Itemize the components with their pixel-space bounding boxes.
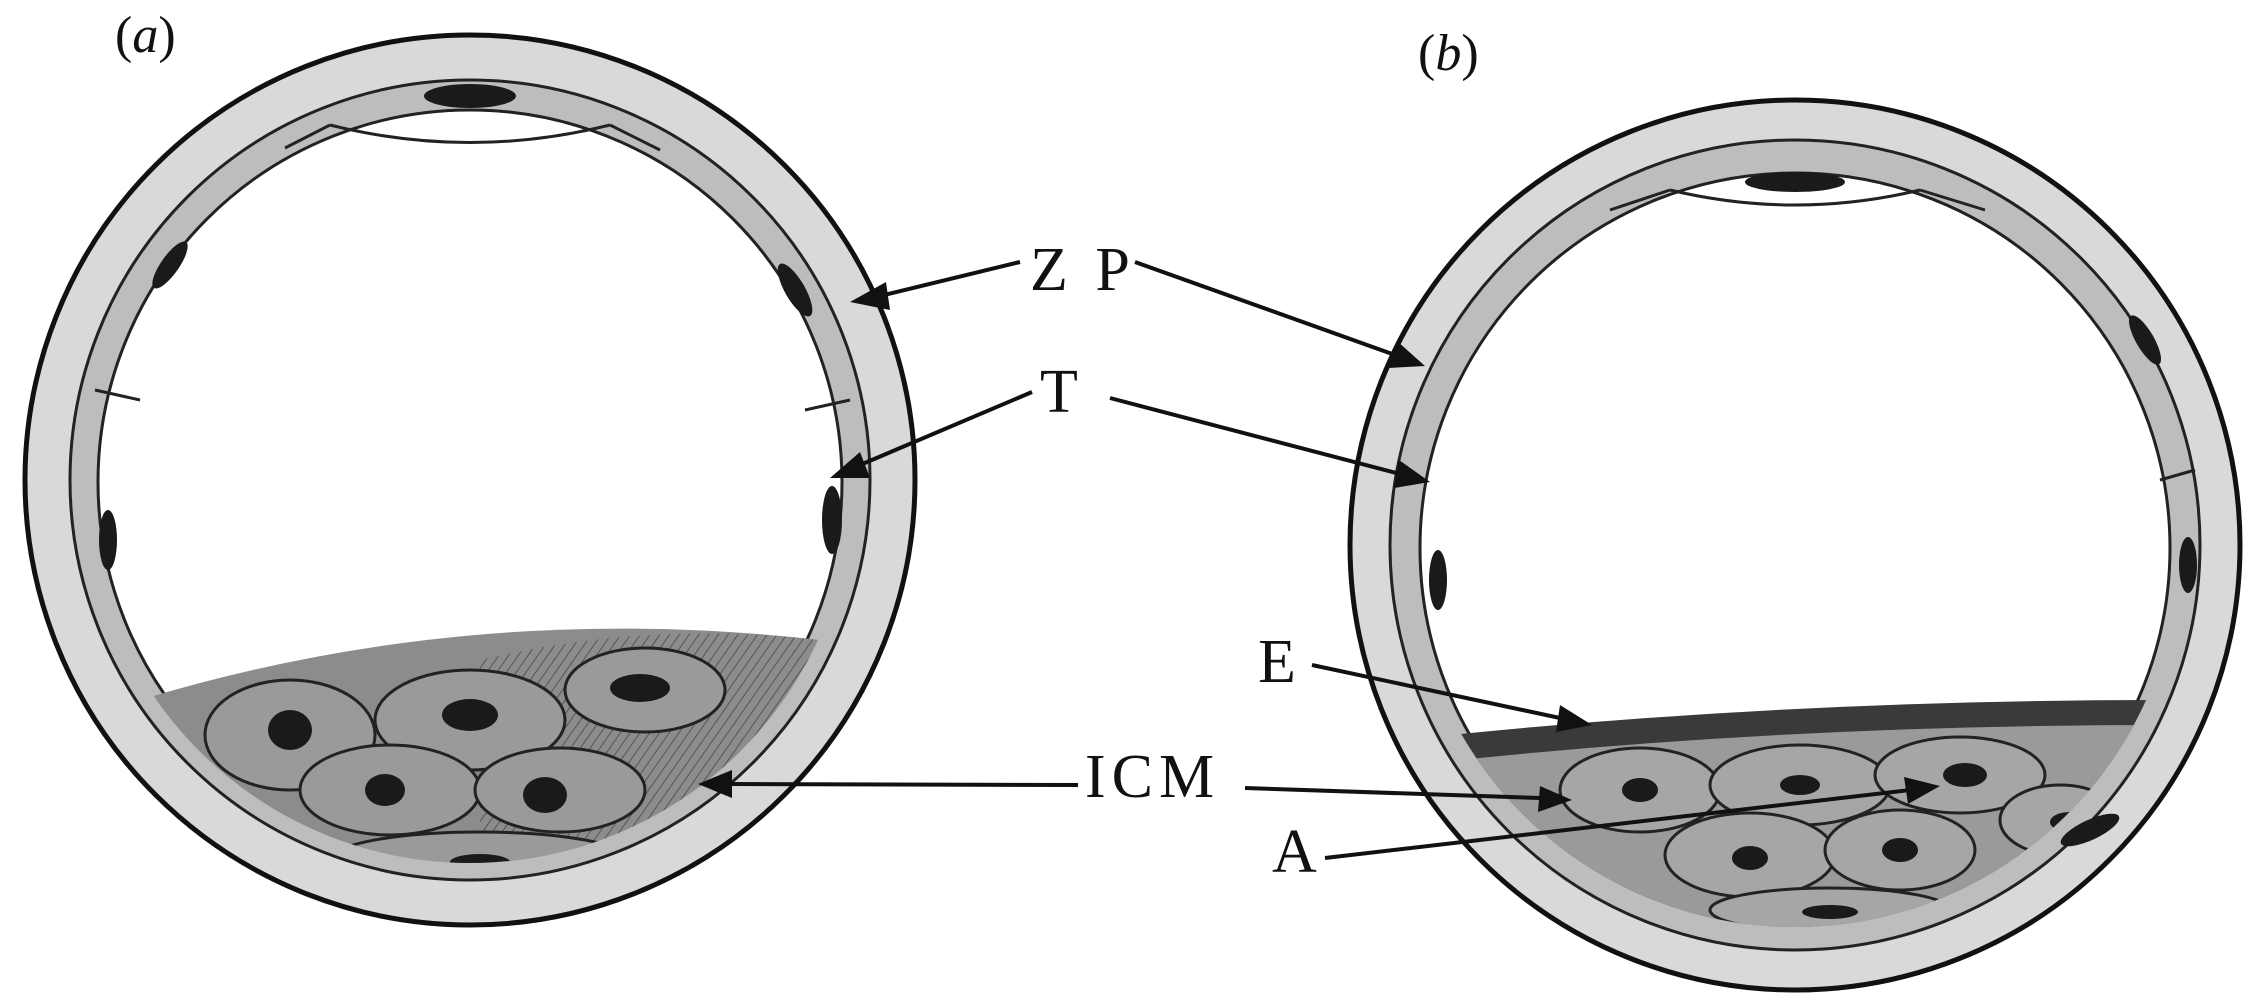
label-t: T [1040,358,1084,426]
panel-label-a: (a) [115,7,176,64]
label-icm: ICM [1085,743,1220,811]
blastocyst-a [25,35,915,925]
arrow-zp-b [1135,262,1425,368]
panel-label-b: (b) [1418,25,1479,82]
label-zp: Z P [1030,236,1136,304]
label-e: E [1258,628,1302,696]
blastocyst-b [1350,100,2240,990]
label-a: A [1272,818,1323,886]
arrow-zp-a [850,262,1020,310]
